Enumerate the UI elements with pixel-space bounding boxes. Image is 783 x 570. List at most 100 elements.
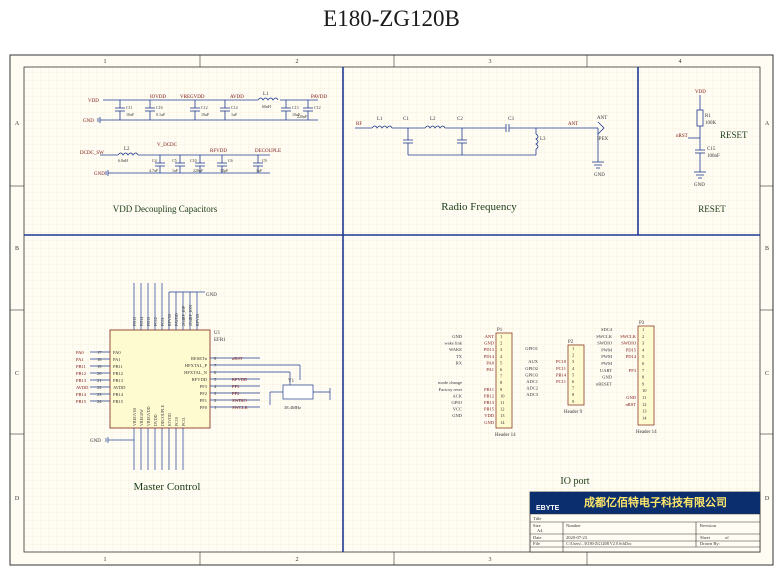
mcu-bottom-pin-name: VREGSW bbox=[139, 409, 144, 426]
p2-pin-label: ADC2 bbox=[526, 386, 538, 391]
mcu-top-pin-name: PD15 bbox=[132, 317, 137, 326]
p1-pin-number: 5 bbox=[500, 360, 503, 365]
io-headers bbox=[495, 325, 655, 429]
p1-pin-net: PD14 bbox=[484, 354, 495, 359]
p1-pin-number: 12 bbox=[500, 407, 505, 412]
cap-c5-val: 1uF bbox=[172, 168, 179, 173]
p1-pin-number: 13 bbox=[500, 413, 505, 418]
mcu-left-pin-number: 24 bbox=[97, 399, 102, 404]
inductor-l1-value: 60nH bbox=[262, 104, 271, 109]
mcu-left-net: PB11 bbox=[76, 364, 86, 369]
p1-pin-number: 9 bbox=[500, 387, 503, 392]
p3-pin-number: 10 bbox=[642, 388, 647, 393]
mcu-left-net: AVDD bbox=[76, 385, 89, 390]
p1-pin-number: 4 bbox=[500, 354, 503, 359]
cap-c10-val: 220nF bbox=[193, 168, 204, 173]
crystal-value: 38.4MHz bbox=[284, 405, 301, 410]
mcu-left-pin-name: PA0 bbox=[113, 350, 121, 355]
cap-c9: C9 bbox=[262, 158, 267, 163]
reset-r1: R1 bbox=[705, 114, 711, 119]
reset-circuit bbox=[688, 95, 706, 179]
col-label-2b: 2 bbox=[296, 557, 299, 563]
p3-pin-number: 3 bbox=[642, 341, 645, 346]
p3-pin-net: PF3 bbox=[629, 368, 637, 373]
row-label-d-right: D bbox=[765, 496, 770, 502]
net-gnd-2: GND bbox=[94, 172, 105, 177]
p1-pin-net: PB15 bbox=[484, 407, 495, 412]
p2-pin-label: ADC1 bbox=[526, 379, 538, 384]
reset-gnd: GND bbox=[694, 183, 705, 188]
mcu-top-pin-name: PD13 bbox=[146, 317, 151, 326]
mcu-right-pin-number: 5 bbox=[214, 377, 217, 382]
p2-pin-net: PC11 bbox=[556, 366, 566, 371]
rf-ipex: IPEX bbox=[597, 137, 609, 142]
p3-pin-number: 14 bbox=[642, 415, 647, 420]
mcu-left-pin-number: 18 bbox=[97, 357, 102, 362]
mcu-top-pin-name: PAVDD bbox=[174, 313, 179, 326]
p3-pin-number: 5 bbox=[642, 354, 645, 359]
rf-circuit bbox=[355, 121, 605, 169]
mcu-left-pin-number: 19 bbox=[97, 364, 102, 369]
mcu-left-net: PA0 bbox=[76, 350, 84, 355]
p1-pin-label: VCC bbox=[453, 407, 462, 412]
p2-pin-label: GPIO1 bbox=[525, 346, 538, 351]
cap-c16-val: 0.1uF bbox=[156, 112, 166, 117]
p2-pin-number: 7 bbox=[572, 386, 575, 391]
p2-pin-number: 1 bbox=[572, 346, 574, 351]
number-label: Number bbox=[566, 523, 581, 528]
row-label-c: C bbox=[15, 371, 19, 377]
p2-ref: P2 bbox=[568, 340, 574, 345]
mcu-ref: U1 bbox=[214, 331, 221, 336]
vdd-decoupling-circuit bbox=[97, 97, 318, 176]
inductor-l2-ref: L2 bbox=[124, 147, 130, 152]
mcu-right-pin-name: RESETn bbox=[191, 356, 208, 361]
p1-pin-number: 14 bbox=[500, 420, 505, 425]
file-label: File bbox=[533, 541, 540, 546]
p2-pin-number: 6 bbox=[572, 379, 575, 384]
p3-pin-label: PWM bbox=[601, 354, 612, 359]
mcu-top-pin-name: PC11 bbox=[160, 317, 165, 326]
p2-pin-number: 2 bbox=[572, 353, 574, 358]
net-decouple: DECOUPLE bbox=[255, 149, 281, 154]
p3-pin-number: 4 bbox=[642, 347, 645, 352]
mcu-left-pin-name: PB14 bbox=[113, 392, 124, 397]
title-block bbox=[529, 491, 761, 553]
row-label-d: D bbox=[15, 496, 20, 502]
cap-c4: C4 bbox=[152, 158, 157, 163]
mcu-right-net: PF3 bbox=[232, 384, 240, 389]
p2-pin-label: GPIO2 bbox=[525, 366, 538, 371]
p1-pin-number: 6 bbox=[500, 367, 503, 372]
col-label-3: 3 bbox=[489, 59, 492, 65]
p3-pin-number: 9 bbox=[642, 381, 645, 386]
mcu-bottom-pin-name: DECOUPLE bbox=[160, 405, 165, 426]
mcu-right-net: SWDIO bbox=[232, 398, 247, 403]
mcu-right-pin-number: 7 bbox=[214, 363, 217, 368]
size-label: Size bbox=[533, 523, 541, 528]
mcu-right-pin-name: PF3 bbox=[200, 384, 208, 389]
mcu-left-net: PA1 bbox=[76, 357, 84, 362]
p3-pin-number: 13 bbox=[642, 409, 647, 414]
cap-c6-val: 10pF bbox=[220, 168, 229, 173]
cap-c10: C10 bbox=[190, 158, 197, 163]
p1-pin-number: 8 bbox=[500, 380, 503, 385]
cap-c12b-val: 220nF bbox=[297, 114, 308, 119]
p2-pin-net: PC11 bbox=[556, 379, 566, 384]
cap-c14: C14 bbox=[231, 105, 238, 110]
crystal-ref: Y1 bbox=[288, 379, 295, 384]
p2-pin-net: PB14 bbox=[556, 372, 567, 377]
mcu-bottom-pin-name: DVDD bbox=[153, 414, 158, 426]
size-value: A4 bbox=[537, 528, 543, 533]
p1-pin-net: PB13 bbox=[484, 400, 495, 405]
rf-ant-ref: ANT bbox=[597, 116, 607, 121]
p3-pin-number: 7 bbox=[642, 368, 645, 373]
p3-pin-label: nRESET bbox=[596, 381, 612, 386]
revision-label: Revision bbox=[700, 523, 717, 528]
p3-pin-number: 8 bbox=[642, 375, 645, 380]
mcu-right-pin-number: 3 bbox=[214, 391, 217, 396]
section-title-reset: RESET bbox=[698, 204, 726, 214]
section-title-master: Master Control bbox=[134, 481, 201, 493]
p3-pin-number: 6 bbox=[642, 361, 645, 366]
rf-ant-net: ANT bbox=[568, 122, 578, 127]
p3-pin-label: GND bbox=[602, 375, 612, 380]
